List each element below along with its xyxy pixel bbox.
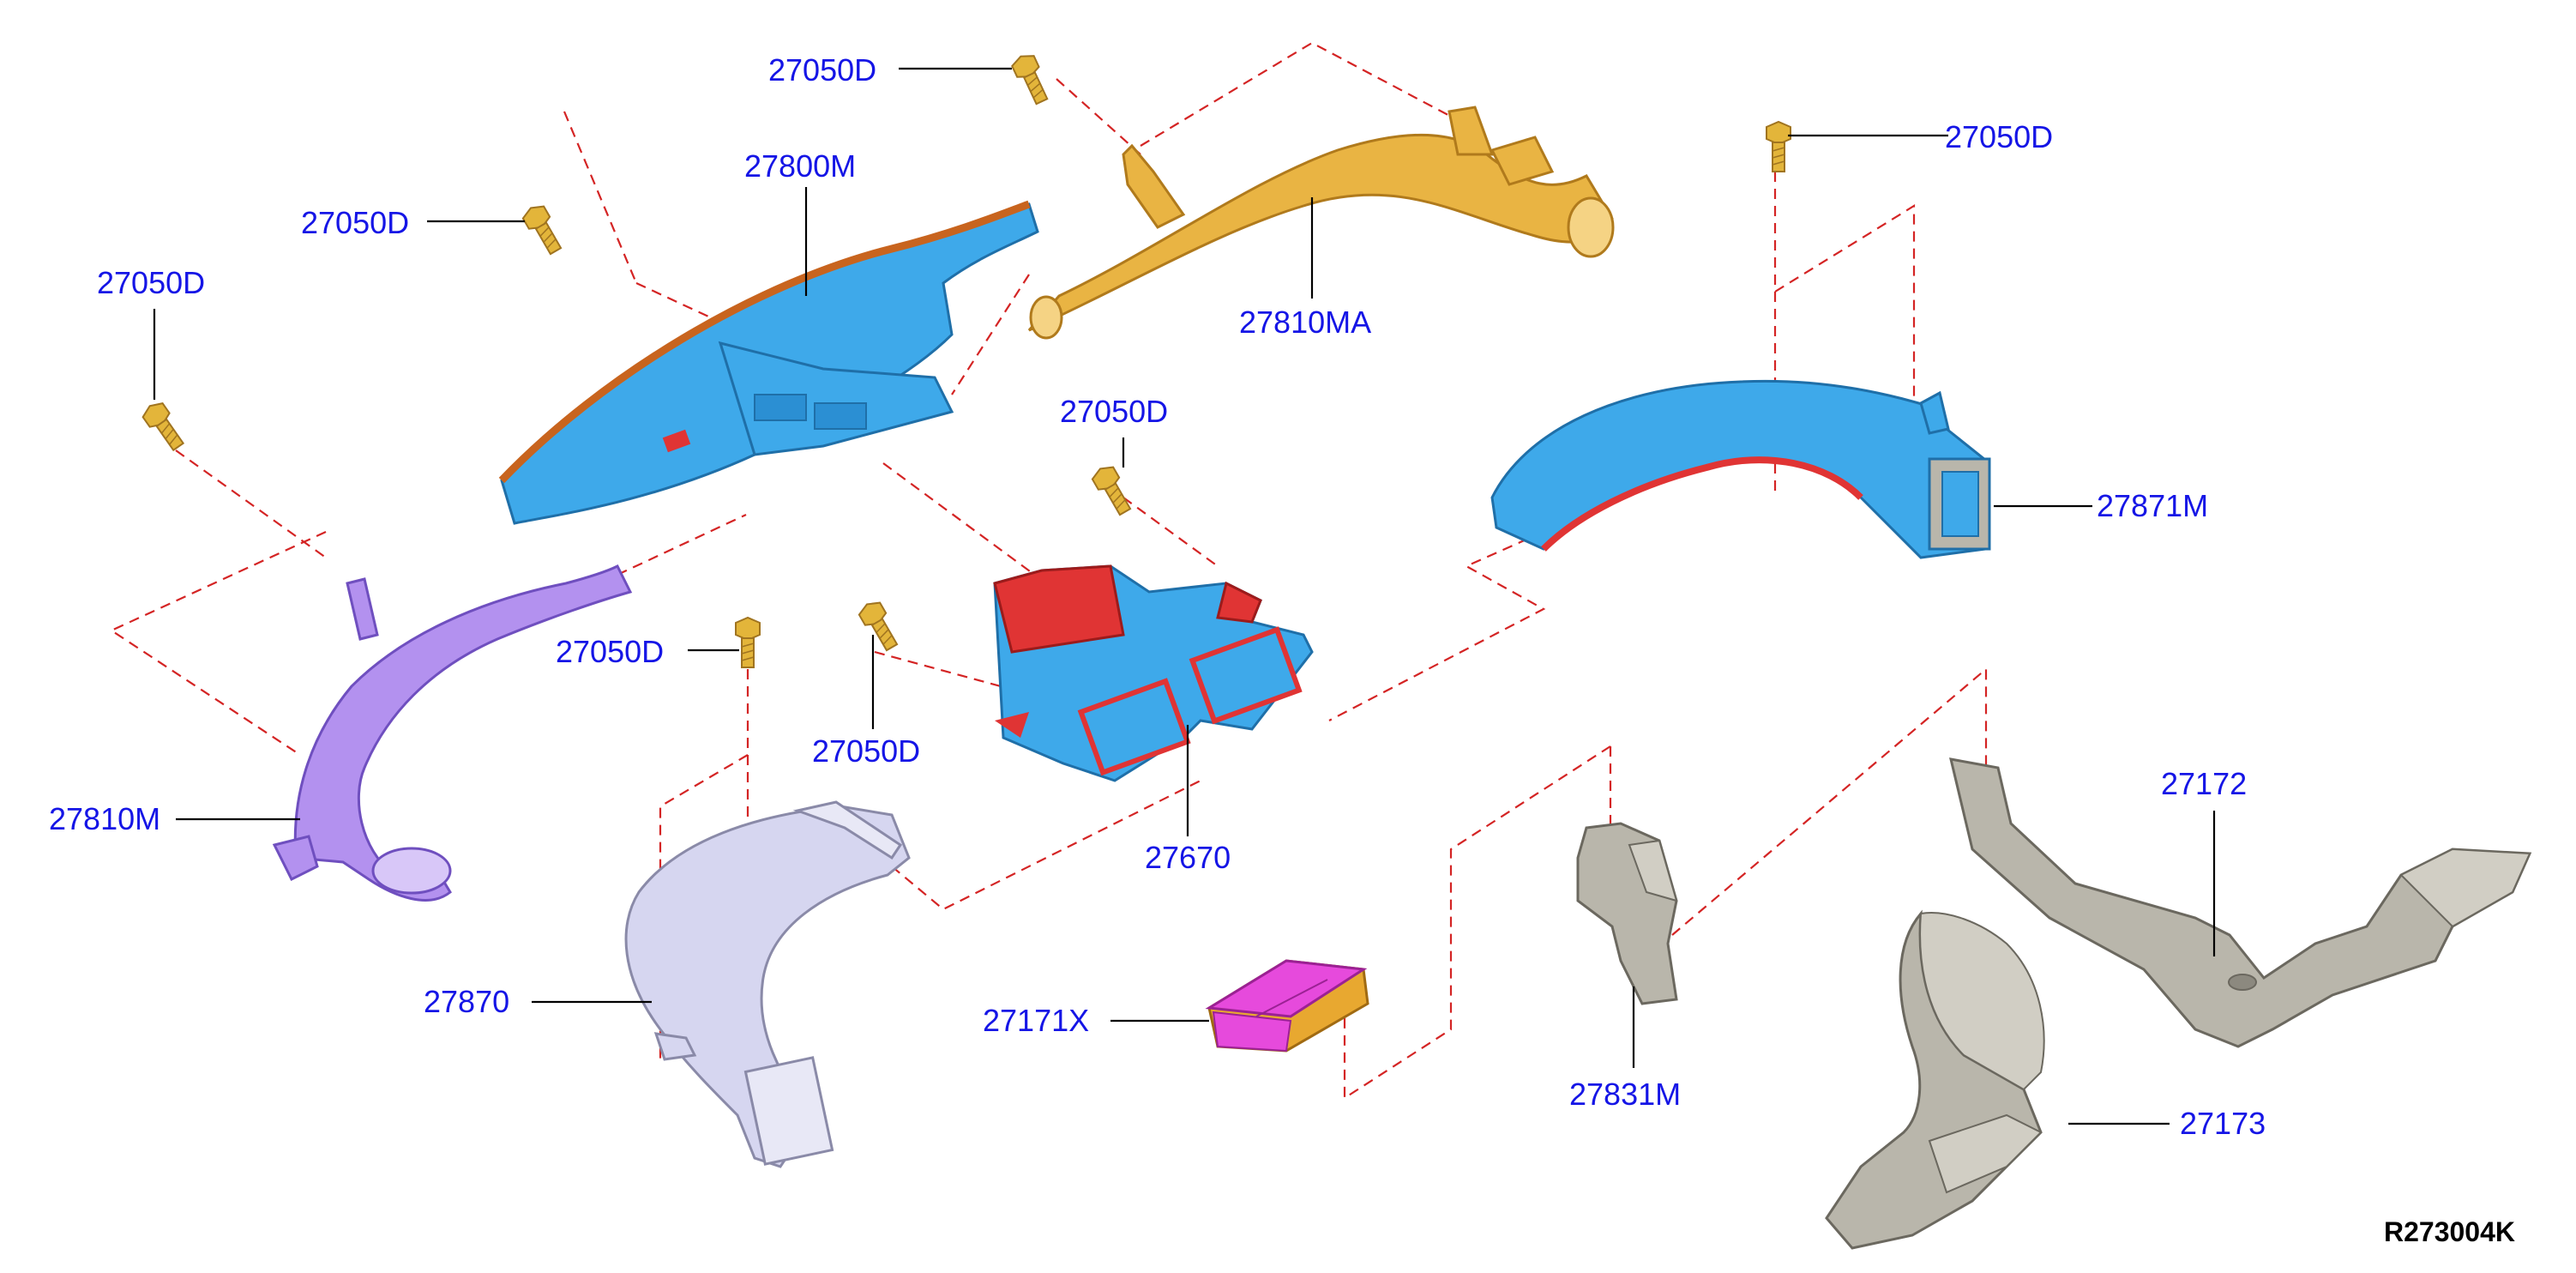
bolts: [139, 50, 1791, 668]
label-27831M: 27831M: [1569, 1077, 1681, 1112]
label-27050D-left-upper: 27050D: [301, 205, 409, 240]
part-27831M-duct: [1576, 822, 1678, 1005]
part-27810M-duct: [272, 564, 633, 902]
part-27800M-duct: [498, 200, 1039, 525]
part-number-labels: 27050D 27050D 27050D 27050D 27050D 27050…: [49, 52, 2515, 1247]
part-27810MA-duct: [1027, 106, 1615, 340]
part-27670-duct: [993, 564, 1314, 782]
label-27171X: 27171X: [983, 1003, 1089, 1038]
label-27050D-centre: 27050D: [1060, 394, 1168, 429]
label-27172: 27172: [2161, 766, 2247, 801]
label-27050D-mid: 27050D: [812, 733, 920, 769]
part-27172-duct: [1949, 757, 2532, 1048]
label-27810M: 27810M: [49, 801, 160, 836]
part-27870-duct: [624, 800, 911, 1168]
part-27173-duct: [1825, 909, 2045, 1250]
reference-code: R273004K: [2384, 1216, 2515, 1247]
part-27871M-duct: [1490, 379, 1991, 559]
label-27173: 27173: [2180, 1106, 2266, 1141]
leader-lines: [153, 67, 2216, 1125]
label-27050D-top: 27050D: [768, 52, 876, 87]
label-27050D-mid-left: 27050D: [556, 634, 664, 669]
label-27810MA: 27810MA: [1239, 305, 1371, 340]
part-27171X-filter: [1205, 959, 1369, 1053]
label-27050D-top-right: 27050D: [1945, 119, 2053, 154]
label-27871M: 27871M: [2097, 488, 2208, 523]
label-27670: 27670: [1145, 840, 1231, 875]
label-27050D-far-left: 27050D: [97, 265, 205, 300]
label-27870: 27870: [424, 984, 509, 1019]
label-27800M: 27800M: [744, 148, 856, 184]
